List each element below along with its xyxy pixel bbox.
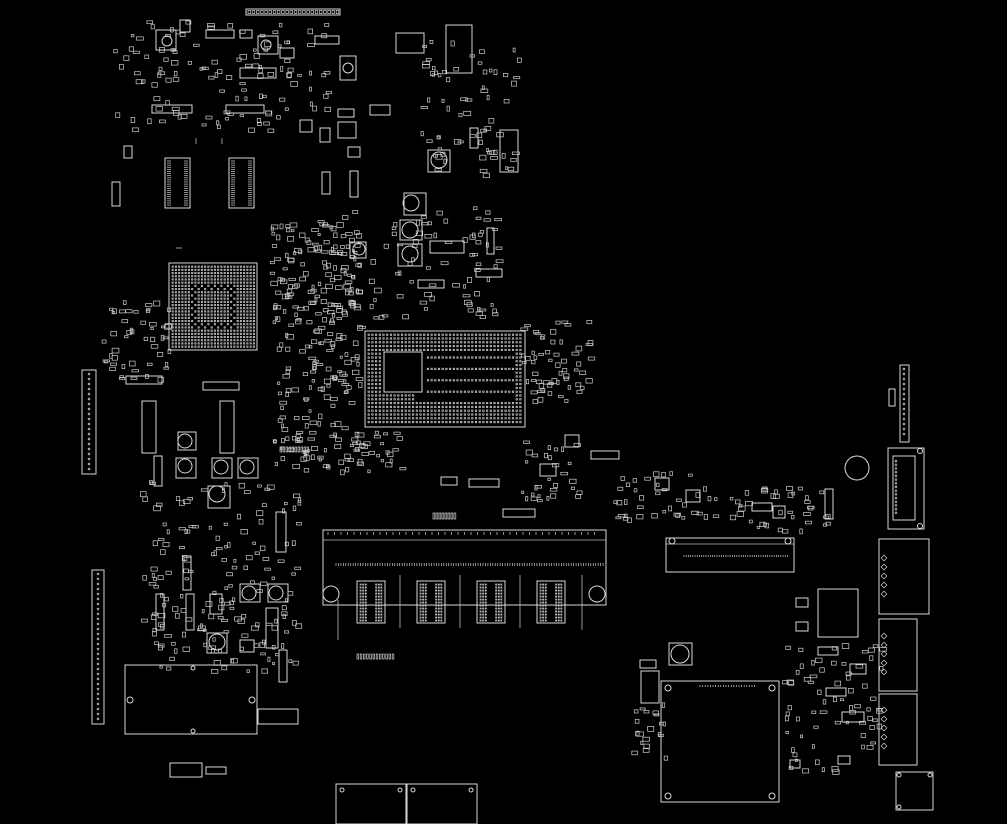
vga-connector bbox=[844, 447, 925, 530]
edge-connector-left-1 bbox=[81, 369, 97, 475]
edge-connector-right bbox=[888, 364, 910, 443]
power-jack bbox=[895, 771, 934, 811]
qfp-chip-left-1 bbox=[164, 157, 191, 209]
memory-chip-4 bbox=[536, 580, 566, 624]
edge-connector-left-2 bbox=[91, 569, 105, 725]
speaker-connector-bottom bbox=[335, 783, 478, 824]
display-connector bbox=[665, 537, 795, 573]
qfn-chip-right bbox=[795, 588, 859, 638]
memory-chip-3 bbox=[476, 580, 506, 624]
usb-port-2 bbox=[878, 618, 918, 692]
bga-cpu bbox=[364, 330, 526, 428]
usb-port-3 bbox=[878, 693, 918, 766]
bga-gpu bbox=[168, 262, 258, 351]
qfp-chip-left-2 bbox=[228, 157, 255, 209]
memory-chip-1 bbox=[356, 580, 386, 624]
large-module-bottom-right bbox=[640, 642, 780, 803]
misc-components bbox=[101, 19, 887, 775]
battery-connector-area bbox=[124, 664, 299, 778]
connector-top-strip bbox=[245, 8, 341, 16]
memory-slot bbox=[322, 529, 607, 640]
memory-chip-2 bbox=[416, 580, 446, 624]
usb-port-1 bbox=[878, 538, 930, 615]
